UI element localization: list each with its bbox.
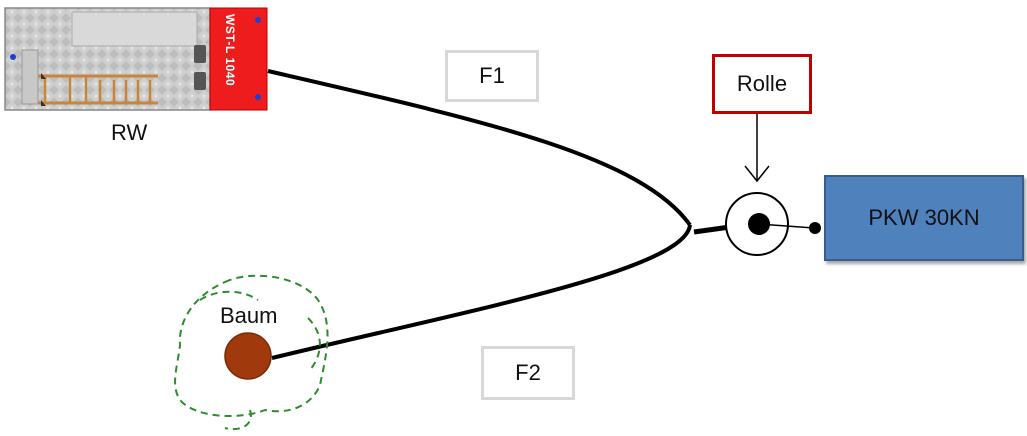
rescue-vehicle: WST-L 1040 [4,7,268,111]
pulley-label: Rolle [712,54,812,114]
ladder-icon [38,73,158,106]
rope-to-pulley [693,224,731,235]
vehicle-cab [209,7,268,111]
rope-f1-line [267,69,692,227]
vehicle-marker-dot [10,54,16,60]
vehicle-tail-part [194,45,206,63]
vehicle-tail-part [194,72,206,90]
pulley-icon [725,192,789,256]
pulley-car-connector [758,223,815,229]
vehicle-side-panel [21,49,39,105]
car-box: PKW 30KN [824,175,1024,261]
tree-crown-outline [174,274,329,430]
rope-f2-line [271,224,692,360]
vehicle-marker-dot [255,94,261,100]
vehicle-plate-text: WST-L 1040 [223,14,237,86]
vehicle-roof-panel [71,11,198,47]
tree-trunk [224,332,272,380]
rope-f2-label: F2 [481,346,575,400]
pulley-pointer-arrowhead [744,165,770,183]
rope-f1-label: F1 [445,50,539,102]
vehicle-marker-dot [255,17,261,23]
tree-label: Baum [220,303,278,328]
vehicle-label: RW [111,120,148,145]
car-hook-dot [809,222,821,234]
